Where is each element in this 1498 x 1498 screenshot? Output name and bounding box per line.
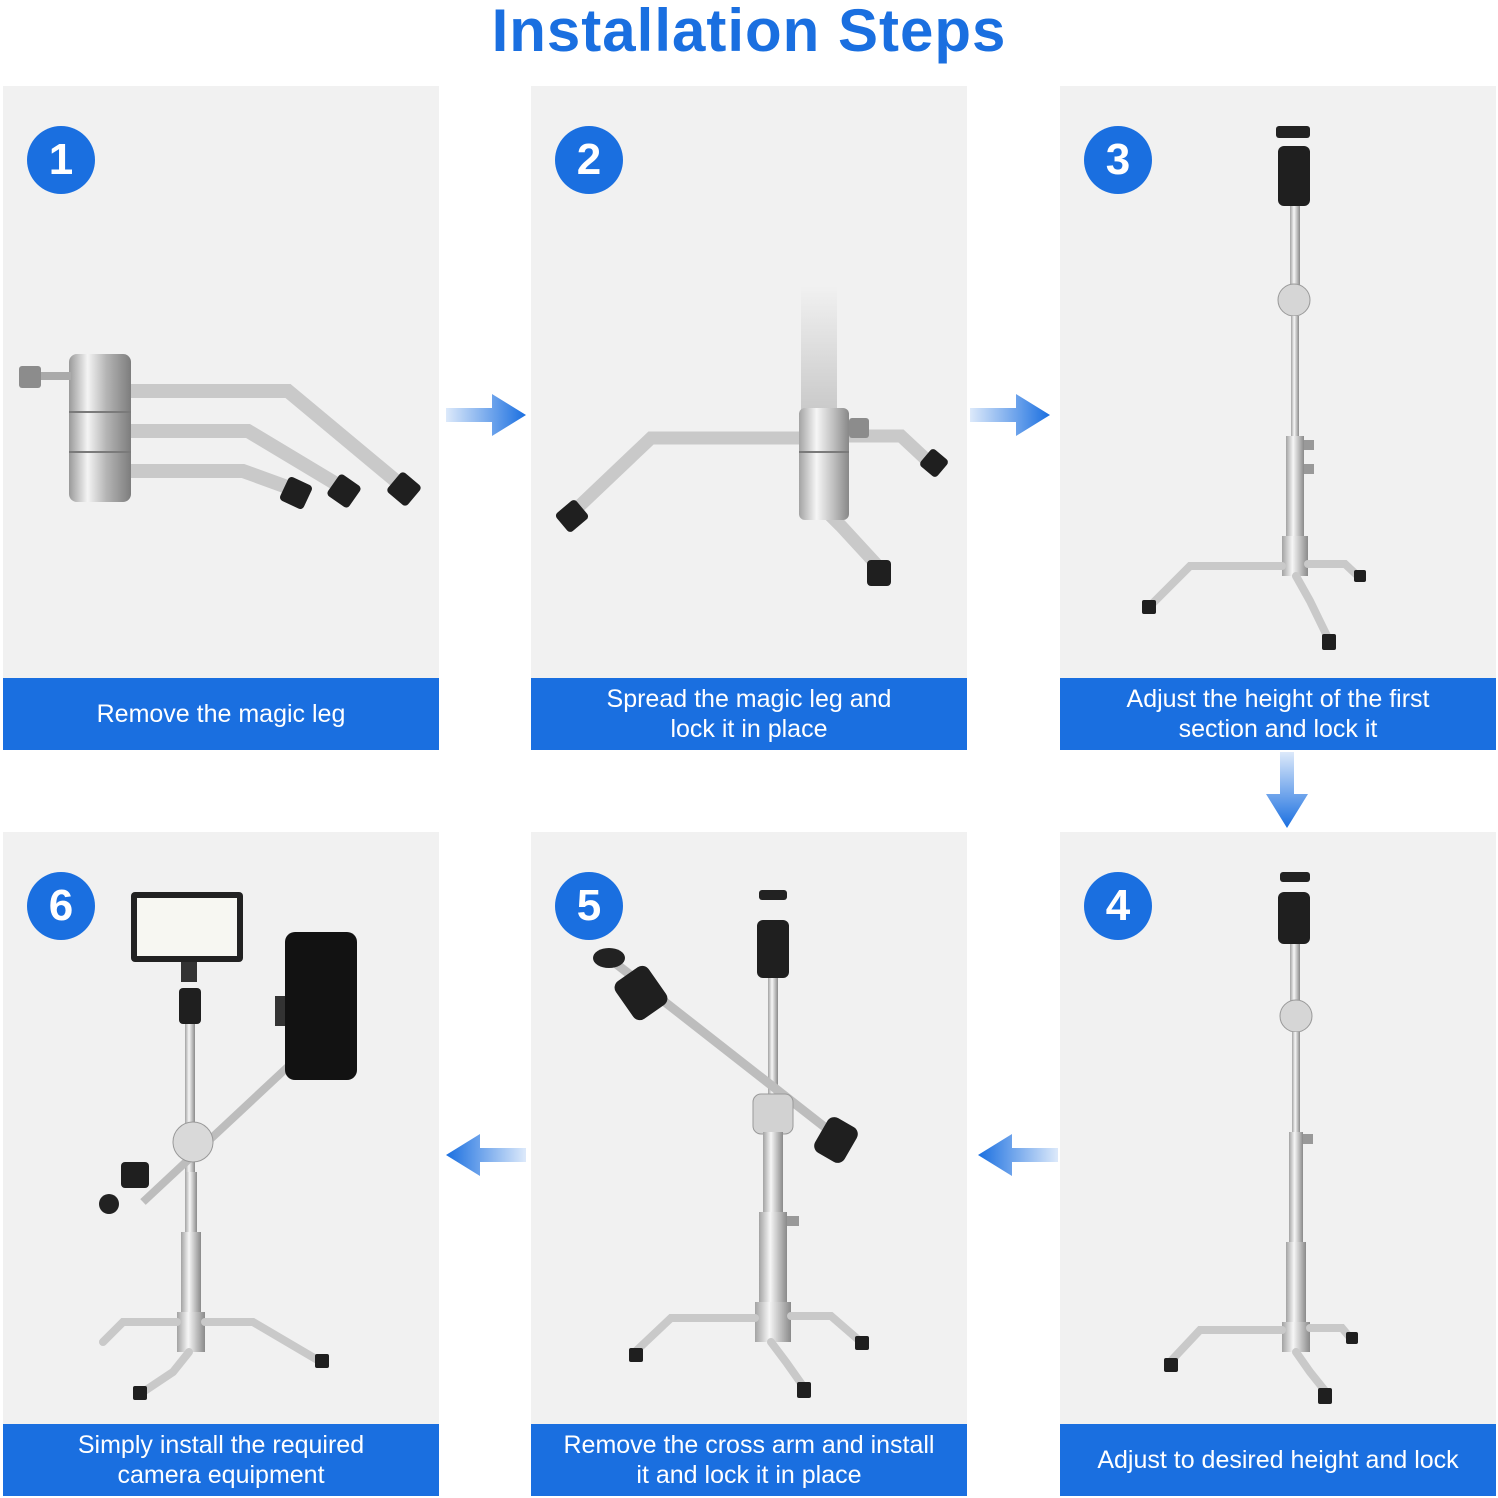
- step-6-panel: 6 Simply install the required camera equ…: [3, 832, 439, 1496]
- step-1-badge: 1: [27, 126, 95, 194]
- first-section-height-image: [1142, 126, 1366, 650]
- arrow-left-icon: [978, 1134, 1058, 1176]
- step-2-panel: 2 Spread the magic leg and lock it in pl…: [531, 86, 967, 750]
- step-4-panel: 4 Adjust to desired height and lock: [1060, 832, 1496, 1496]
- step-3-caption: Adjust the height of the first section a…: [1060, 678, 1496, 750]
- step-2-caption: Spread the magic leg and lock it in plac…: [531, 678, 967, 750]
- magic-leg-image: [19, 354, 421, 509]
- camera-equipment-image: [99, 892, 357, 1400]
- arrow-left-icon: [446, 1134, 526, 1176]
- step-3-panel: 3 Adjust the height of the first section…: [1060, 86, 1496, 750]
- step-6-caption: Simply install the required camera equip…: [3, 1424, 439, 1496]
- arrow-right-icon: [446, 394, 526, 436]
- cross-arm-image: [593, 890, 869, 1398]
- step-4-caption: Adjust to desired height and lock: [1060, 1424, 1496, 1496]
- step-1-caption: Remove the magic leg: [3, 678, 439, 750]
- step-6-badge: 6: [27, 872, 95, 940]
- desired-height-image: [1164, 872, 1358, 1404]
- step-1-panel: 1 Remove the magic leg: [3, 86, 439, 750]
- step-4-badge: 4: [1084, 872, 1152, 940]
- spread-leg-image: [555, 286, 948, 586]
- arrow-down-icon: [1266, 752, 1308, 828]
- step-5-caption: Remove the cross arm and install it and …: [531, 1424, 967, 1496]
- arrow-right-icon: [970, 394, 1050, 436]
- step-2-badge: 2: [555, 126, 623, 194]
- page-title: Installation Steps: [491, 0, 1007, 64]
- step-5-panel: 5 Remove the cross arm and install it an…: [531, 832, 967, 1496]
- step-3-badge: 3: [1084, 126, 1152, 194]
- step-5-badge: 5: [555, 872, 623, 940]
